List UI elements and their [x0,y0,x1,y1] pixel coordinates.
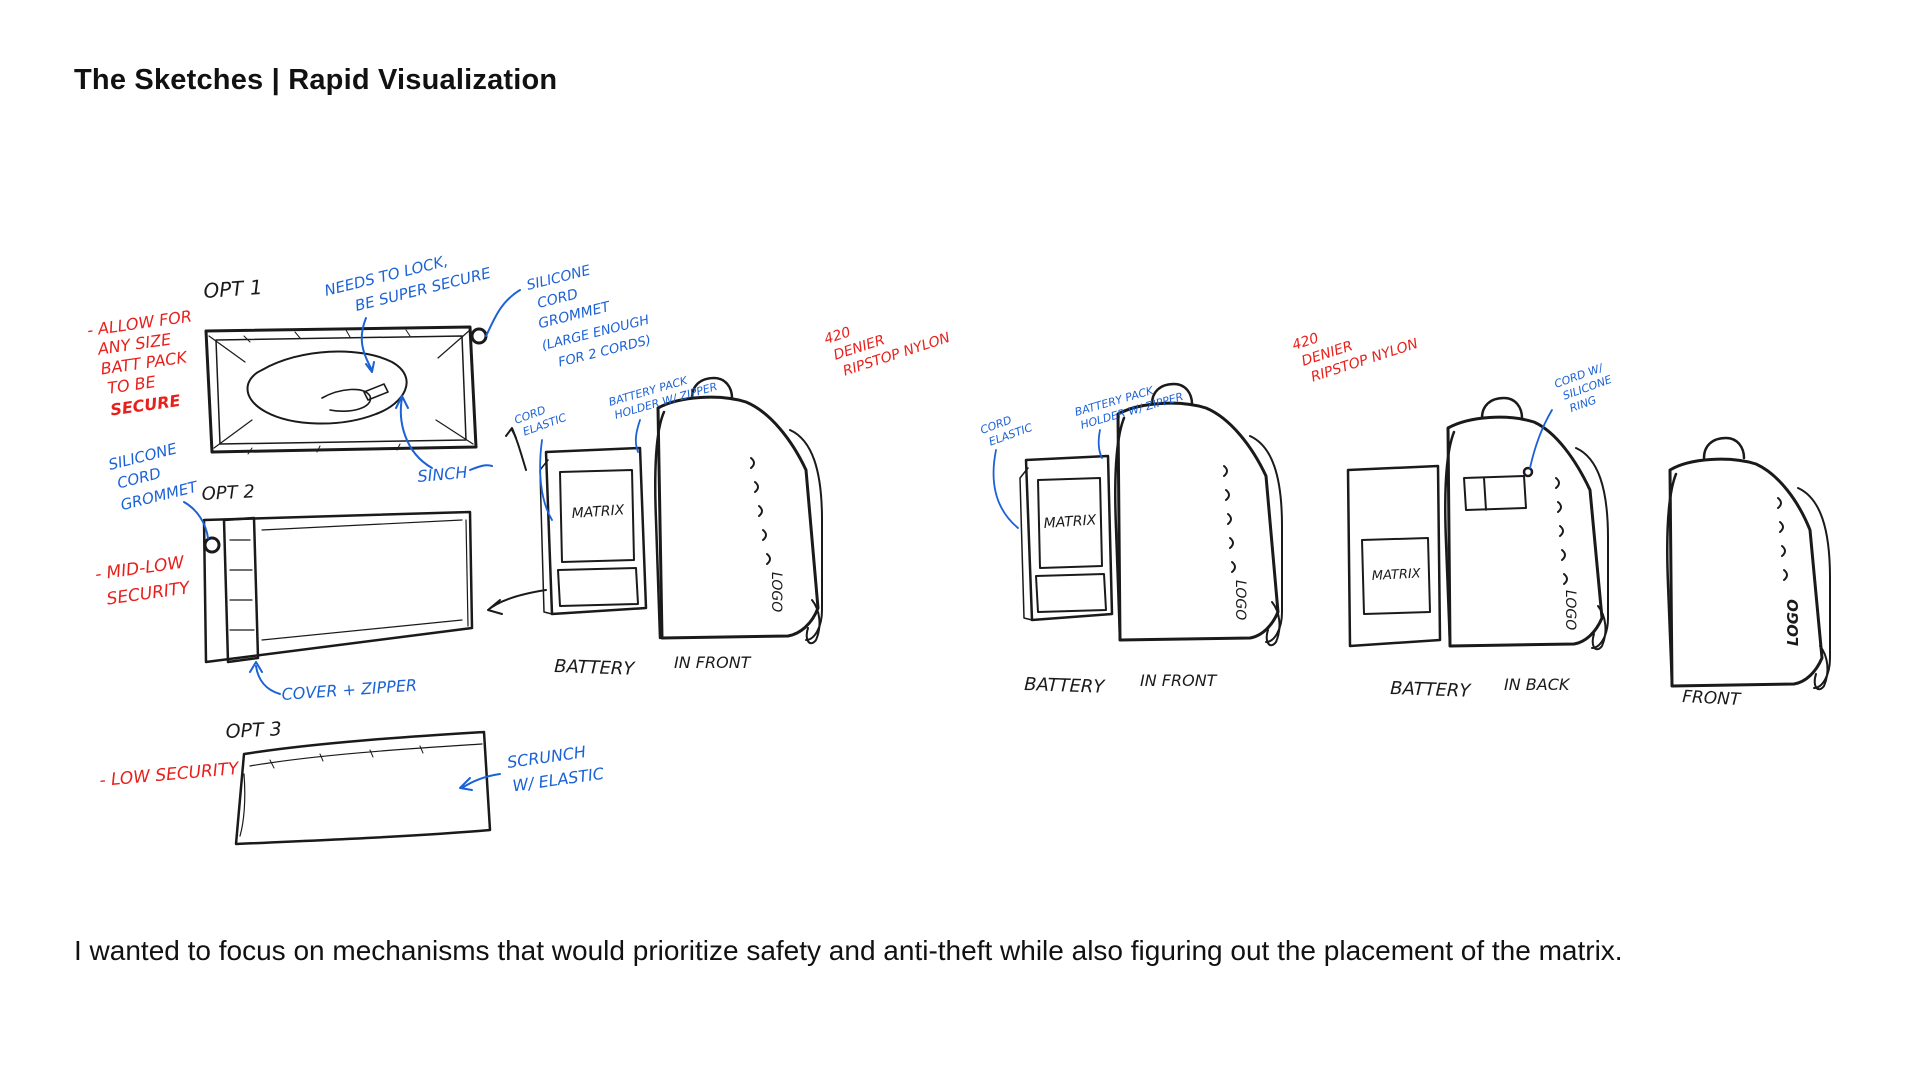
option-2-red-note: - MID-LOW SECURITY [94,552,194,611]
svg-text:COVER + ZIPPER: COVER + ZIPPER [281,676,418,704]
backpack-4-caption: FRONT [1682,687,1743,710]
option-3-label: OPT 3 [225,718,282,743]
option-1-sketch: OPT 1 [203,275,488,455]
option-3-red-note: - LOW SECURITY [99,759,241,791]
backpack-3-cord-note: CORD W/ SILICONE RING [1529,359,1622,469]
svg-text:SILICONE CORD GROM: SILICONE CORD GROMMET (LARGE ENOUGH FOR … [525,251,660,374]
backpack-2-logo: LOGO [1232,580,1248,620]
option-2-sketch: OPT 2 [201,481,474,664]
backpack-1-logo: LOGO [768,572,784,612]
svg-text:CORD ELASTIC: CORD ELASTIC [979,408,1035,450]
option-2-label: OPT 2 [201,481,255,505]
svg-text:- LOW SECURITY: - LOW SECURITY [99,759,241,791]
svg-text:BATTERY: BATTERY [1390,678,1473,702]
option-1-label: OPT 1 [203,275,264,303]
backpack-2-red-note: 420 DENIER RIPSTOP NYLON [1290,301,1420,388]
backpack-2-caption: BATTERY IN FRONT [1024,671,1218,698]
option-2-cover-note: COVER + ZIPPER [249,661,418,704]
option-1-grommet-note: SILICONE CORD GROMMET (LARGE ENOUGH FOR … [485,251,660,374]
backpack-4-logo: LOGO [1784,599,1802,646]
svg-text:NEEDS TO LOCK, BE SUPER: NEEDS TO LOCK, BE SUPER SECURE [323,242,493,321]
backpack-2-sketch: LOGO MATRIX [1019,382,1283,647]
backpack-1-matrix-label: MATRIX [571,502,625,522]
svg-text:FRONT: FRONT [1682,687,1743,710]
option-2-grommet-note: SILICONE CORD GROMMET [107,439,209,539]
svg-text:- ALLOW FOR ANY SIZE: - ALLOW FOR ANY SIZE BATT PACK TO BE SEC… [86,306,210,421]
backpack-1-caption: BATTERY IN FRONT [554,653,752,680]
svg-text:IN FRONT: IN FRONT [1140,671,1218,690]
backpack-1-red-note: 420 DENIER RIPSTOP NYLON [822,295,952,382]
svg-text:420 DENIER RIPSTOP: 420 DENIER RIPSTOP NYLON [1290,301,1420,388]
page-title: The Sketches | Rapid Visualization [74,64,558,96]
backpack-4-sketch: LOGO [1666,436,1831,691]
svg-text:SINCH: SINCH [417,463,469,486]
svg-text:- MID-LOW SECURITY: - MID-LOW SECURITY [94,552,194,611]
option-1-sinch-note: SINCH [395,395,493,486]
backpack-1-sketch: LOGO MATRIX [487,376,823,645]
svg-text:BATTERY: BATTERY [1024,674,1107,698]
svg-text:CORD ELASTIC: CORD ELASTIC [513,398,569,440]
svg-text:SCRUNCH W/ ELASTIC: SCRUNCH W/ ELASTIC [506,740,606,796]
description-caption: I wanted to focus on mechanisms that wou… [74,935,1623,966]
option-3-sketch: OPT 3 [225,718,492,846]
backpack-3-caption: BATTERY IN BACK [1390,675,1571,702]
backpack-2-battery-note: BATTERY PACK HOLDER W/ ZIPPER [1073,384,1185,459]
svg-text:IN FRONT: IN FRONT [674,653,752,672]
svg-text:IN BACK: IN BACK [1504,675,1571,694]
backpack-3-matrix-label: MATRIX [1371,566,1422,584]
svg-text:BATTERY: BATTERY [554,656,637,680]
svg-text:420 DENIER RIPSTOP: 420 DENIER RIPSTOP NYLON [822,295,952,382]
backpack-3-sketch: LOGO MATRIX [1346,396,1609,651]
option-1-red-note: - ALLOW FOR ANY SIZE BATT PACK TO BE SEC… [86,306,210,421]
backpack-2-matrix-label: MATRIX [1043,512,1097,532]
backpack-3-logo: LOGO [1562,590,1578,630]
option-3-blue-note: SCRUNCH W/ ELASTIC [459,740,606,796]
svg-text:CORD W/ SILICONE R: CORD W/ SILICONE RING [1553,359,1622,418]
